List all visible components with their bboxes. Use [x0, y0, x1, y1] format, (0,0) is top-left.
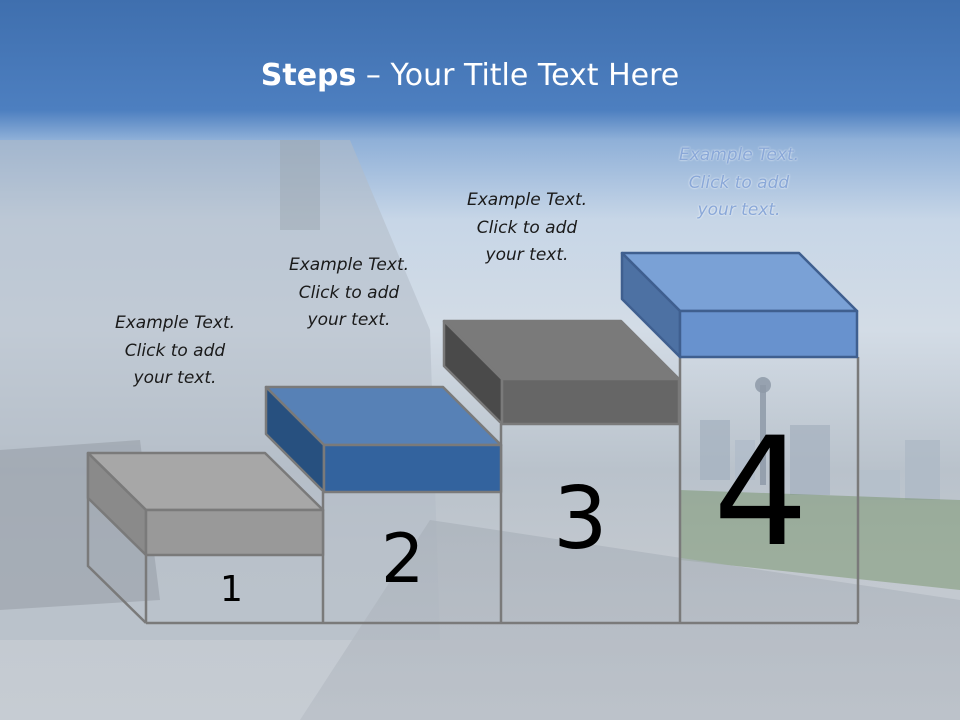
caption-line: Click to add — [688, 172, 790, 193]
caption-line: Example Text. — [466, 190, 588, 210]
caption-line: your text. — [307, 310, 391, 330]
caption-line: your text. — [485, 245, 569, 265]
step-4-box — [620, 251, 859, 359]
step-1-box — [86, 451, 325, 557]
step-1-number: 1 — [220, 569, 243, 610]
step-2-number: 2 — [381, 520, 425, 599]
step-1-caption[interactable]: Example Text. Click to add your text. — [90, 310, 260, 393]
step-4-number: 4 — [713, 406, 809, 580]
caption-line: your text. — [133, 368, 217, 388]
step-4-caption[interactable]: Example Text. Click to add your text. — [654, 142, 824, 225]
step-3-number: 3 — [553, 469, 608, 569]
slide-title[interactable]: Steps – Your Title Text Here — [0, 56, 940, 96]
title-rest: – Your Title Text Here — [356, 58, 680, 93]
step-3-box — [442, 319, 681, 426]
title-bold: Steps — [260, 58, 357, 93]
caption-line: Example Text. — [114, 313, 236, 333]
step-3-caption[interactable]: Example Text. Click to add your text. — [442, 187, 612, 270]
caption-line: your text. — [697, 200, 781, 220]
caption-line: Click to add — [124, 340, 226, 361]
caption-line: Example Text. — [678, 145, 800, 165]
caption-line: Example Text. — [288, 255, 410, 275]
caption-line: Click to add — [298, 282, 400, 303]
step-2-caption[interactable]: Example Text. Click to add your text. — [264, 252, 434, 335]
step-2-box — [264, 385, 503, 494]
caption-line: Click to add — [476, 217, 578, 238]
